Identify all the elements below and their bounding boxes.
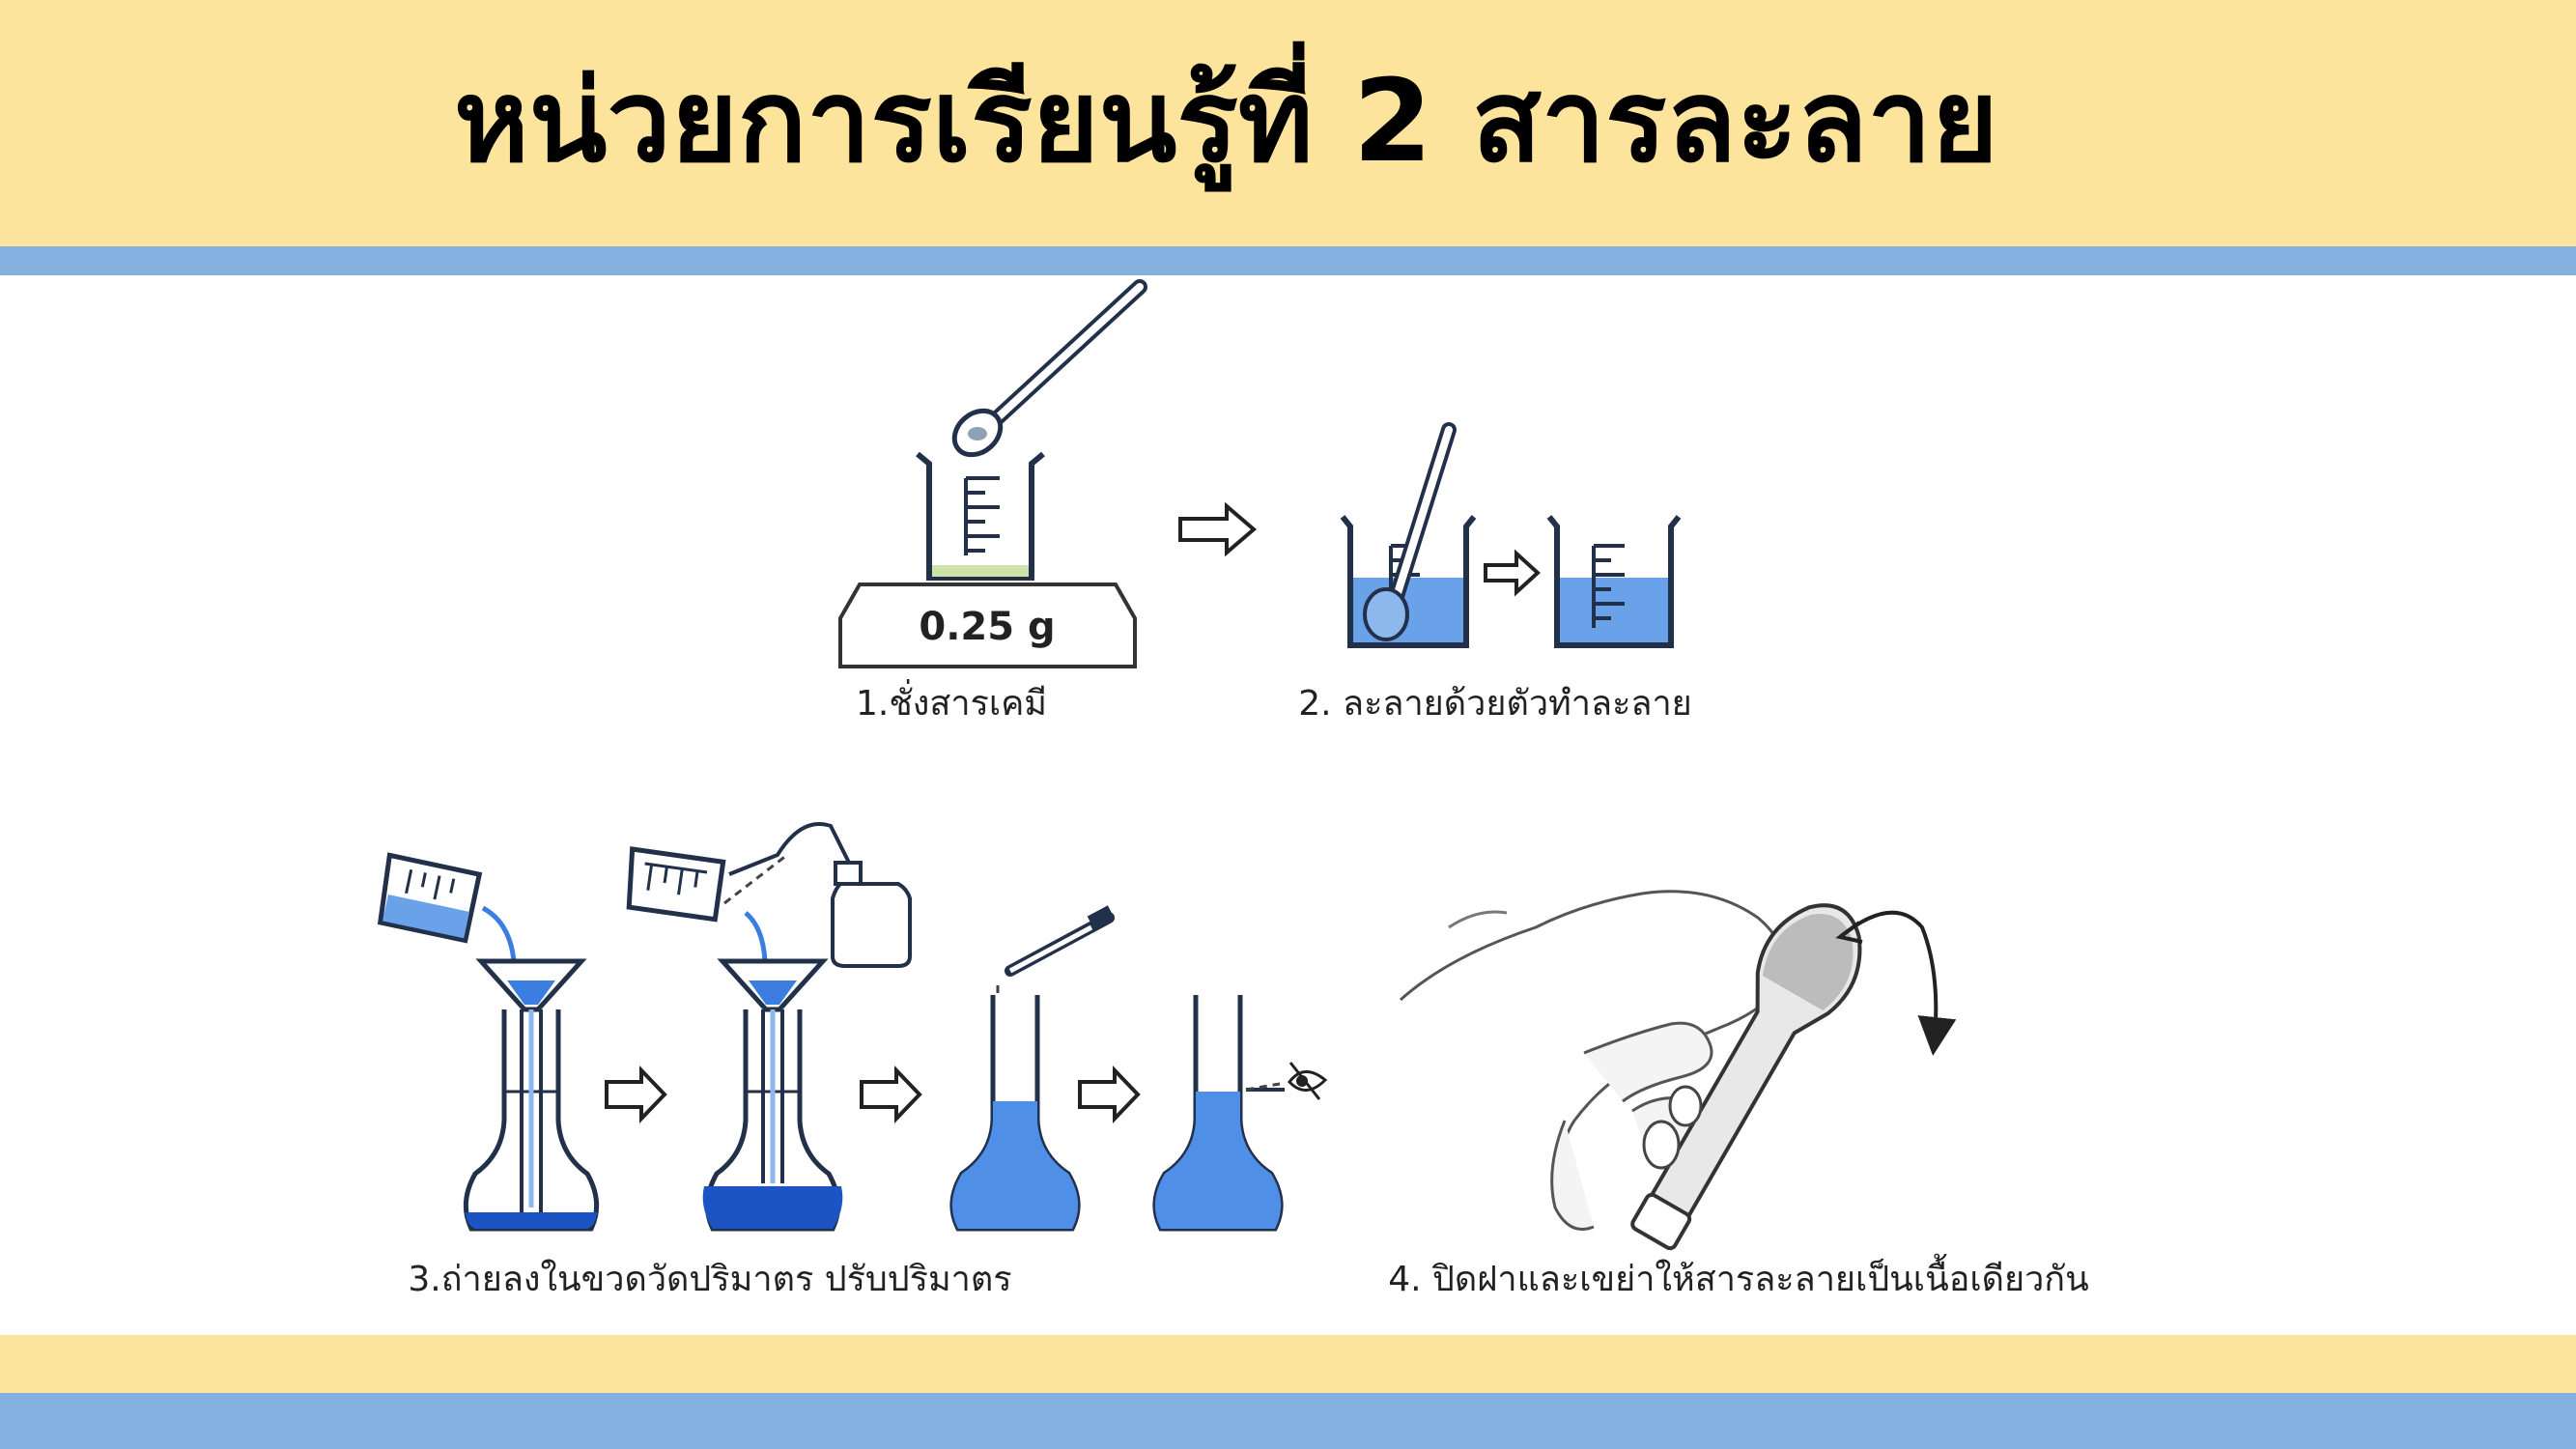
top-accent-stripe — [0, 246, 2576, 275]
title-band — [0, 0, 2576, 246]
footer-band — [0, 1335, 2576, 1393]
scale-reading: 0.25 g — [919, 605, 1055, 649]
arrow-icon — [1484, 549, 1541, 597]
arrow-icon — [860, 1065, 922, 1123]
page-title: หน่วยการเรียนรู้ที่ 2 สารละลาย — [454, 54, 1998, 187]
step2-label: 2. ละลายด้วยตัวทำละลาย — [1298, 684, 1692, 724]
step3-label: 3.ถ่ายลงในขวดวัดปริมาตร ปรับปริมาตร — [408, 1259, 1011, 1299]
step1-label: 1.ชั่งสารเคมี — [856, 679, 1047, 724]
step1-illustration: 0.25 g — [838, 279, 1147, 668]
step4-illustration — [1399, 890, 1957, 1251]
arrow-icon — [1078, 1065, 1141, 1123]
step4-label: 4. ปิดฝาและเขย่าให้สารละลายเป็นเนื้อเดีย… — [1388, 1253, 2088, 1299]
step2-illustration — [1340, 422, 1682, 648]
eye-icon — [1288, 1062, 1328, 1100]
bottom-accent-stripe — [0, 1393, 2576, 1449]
arrow-icon — [1178, 501, 1258, 557]
arrow-icon — [605, 1065, 667, 1123]
step3-illustration — [377, 822, 1328, 1232]
